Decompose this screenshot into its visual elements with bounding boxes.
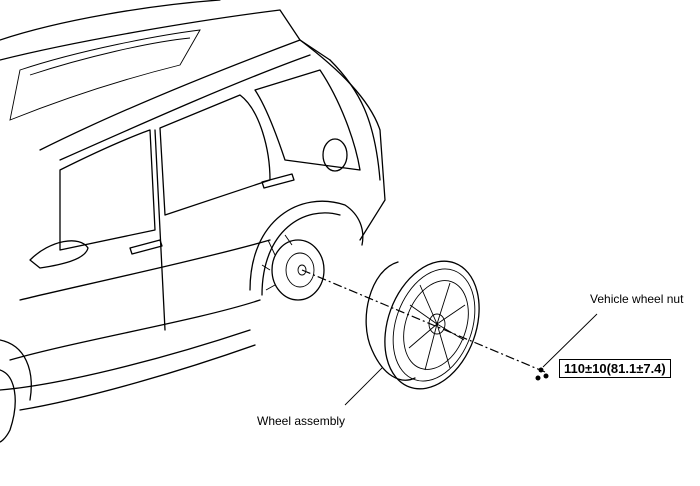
brake-hub-icon bbox=[261, 234, 325, 301]
vehicle-wheel-nut-label: Vehicle wheel nut bbox=[590, 292, 684, 306]
wheel-assembly-icon bbox=[365, 260, 480, 390]
vehicle-body bbox=[0, 0, 386, 443]
wheel-nut-icon bbox=[535, 367, 549, 381]
axis-centerline bbox=[301, 269, 546, 373]
leader-line-wheel-assembly bbox=[344, 367, 383, 406]
torque-spec-box: 110±10(81.1±7.4) bbox=[559, 359, 671, 378]
wheel-assembly-label: Wheel assembly bbox=[257, 414, 346, 428]
leader-line-wheel-nut bbox=[542, 313, 598, 368]
